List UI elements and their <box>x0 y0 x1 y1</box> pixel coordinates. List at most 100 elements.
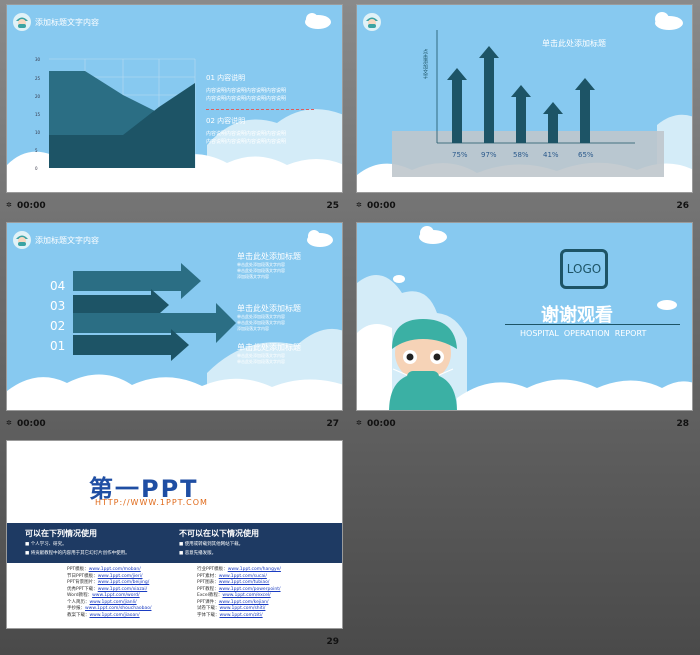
link-row: PPT模板：www.1ppt.com/moban/ <box>67 567 151 574</box>
resource-link[interactable]: www.1ppt.com/excel/ <box>222 593 271 598</box>
slide-thumbnail-28[interactable]: LOGO 谢谢观看 HOSPITAL OPERATION REPORT <box>356 222 693 411</box>
link-label: 字体下载： <box>197 612 220 618</box>
dashed-divider <box>206 109 314 110</box>
content-list: 01 内容说明 内容说明内容说明内容说明内容说明 内容说明内容说明内容说明内容说… <box>206 73 331 146</box>
slide-27-header: 添加标题文字内容 <box>13 231 99 249</box>
slide-thumbnail-26[interactable]: 单击此处添加标题 点击添加文字 75% 97% 58% 41% 65% <box>356 4 693 193</box>
block-title: 单击此处添加标题 <box>237 343 301 352</box>
slide-25-header: 添加标题文字内容 <box>13 13 99 31</box>
title-underline <box>505 324 680 325</box>
step-label: 01 <box>50 339 66 353</box>
block-title: 单击此处添加标题 <box>237 252 301 261</box>
link-label: 试卷下载： <box>197 606 220 611</box>
link-row: 个人简历：www.1ppt.com/jianli/ <box>67 600 151 607</box>
slide-timing: 00:00 <box>367 419 396 429</box>
y-tick-label: 30 <box>35 57 41 62</box>
slide-thumbnail-29[interactable]: 第一PPT HTTP://WWW.1PPT.COM 可以在下列情况使用 ■ 个人… <box>6 440 343 629</box>
slide-number: 28 <box>676 419 689 429</box>
resource-link[interactable]: www.1ppt.com/beijing/ <box>97 580 150 585</box>
resource-link[interactable]: www.1ppt.com/sucai/ <box>218 573 267 579</box>
text-block: 单击此处添加标题 单击此处添加段落文字内容 单击此处添加段落文字内容 添加段落文… <box>237 303 337 332</box>
link-label: Word教程： <box>67 593 93 598</box>
link-label: PPT素材： <box>197 573 219 579</box>
resource-link[interactable]: www.1ppt.com/hangye/ <box>227 567 281 572</box>
links-right: 行业PPT模板：www.1ppt.com/hangye/PPT素材：www.1p… <box>197 567 281 619</box>
y-tick-label: 5 <box>35 148 38 153</box>
doctor-avatar-icon <box>13 13 31 31</box>
bar-labels: 75% 97% 58% 41% 65% <box>447 151 627 161</box>
doctor-illustration <box>389 319 457 410</box>
slide-caption-26: ✲ 00:00 26 <box>356 200 693 214</box>
y-tick-label: 25 <box>35 76 41 81</box>
block-text: 单击此处添加段落文字内容 <box>237 262 285 267</box>
resource-link[interactable]: www.1ppt.com/jiaoan/ <box>89 612 140 618</box>
step-label: 04 <box>50 279 66 293</box>
area-chart: 30 25 20 15 10 5 0 <box>35 57 196 171</box>
resource-link[interactable]: www.1ppt.com/jieri/ <box>97 573 143 579</box>
chart-title: 单击此处添加标题 <box>542 39 606 48</box>
block-text: 单击此处添加段落文字内容 <box>237 320 285 325</box>
arrow-02 <box>73 303 236 343</box>
links-left: PPT模板：www.1ppt.com/moban/节日PPT模板：www.1pp… <box>67 567 151 619</box>
item-title: 02 内容说明 <box>206 117 246 125</box>
resource-link[interactable]: www.1ppt.com/word/ <box>92 593 140 598</box>
link-row: 手抄报：www.1ppt.com/shouchaobao/ <box>67 606 151 613</box>
cannot-item: ■ 恶意先播发版。 <box>179 551 217 556</box>
thanks-title: 谢谢观看 <box>541 305 613 326</box>
transition-icon: ✲ <box>6 201 12 209</box>
bar-value-label: 41% <box>543 151 559 159</box>
doctor-avatar-icon <box>363 13 381 31</box>
can-item: ■ 个人学习、研究。 <box>25 542 67 547</box>
y-tick-label: 10 <box>35 130 41 135</box>
slide-header-title: 添加标题文字内容 <box>35 17 99 27</box>
slide-caption-28: ✲ 00:00 28 <box>356 418 693 432</box>
link-row: Excel教程：www.1ppt.com/excel/ <box>197 593 281 600</box>
slide-thumbnail-27[interactable]: 添加标题文字内容 04 03 02 01 单击此处添加标题 单击此处添加段落文字… <box>6 222 343 411</box>
link-row: 优秀PPT下载：www.1ppt.com/xiazai/ <box>67 587 151 594</box>
resource-link[interactable]: www.1ppt.com/kejian/ <box>218 599 269 605</box>
slide-28-background <box>357 223 692 410</box>
bar-value-label: 75% <box>452 151 468 159</box>
cannot-item: ■ 使用或转载到其他网站下载。 <box>179 542 244 547</box>
link-label: PPT图表： <box>197 580 219 585</box>
resource-link[interactable]: www.1ppt.com/moban/ <box>88 567 141 572</box>
brand-logo: 第一PPT <box>89 475 199 503</box>
step-label: 03 <box>50 299 66 313</box>
slide-number: 27 <box>326 419 339 429</box>
block-text: 添加段落文字内容 <box>237 274 269 279</box>
link-label: Excel教程： <box>197 593 223 598</box>
link-label: 节日PPT模板： <box>67 573 98 579</box>
link-row: 行业PPT模板：www.1ppt.com/hangye/ <box>197 567 281 574</box>
transition-icon: ✲ <box>356 201 362 209</box>
bar-value-label: 97% <box>481 151 497 159</box>
brand-url: HTTP://WWW.1PPT.COM <box>95 498 208 507</box>
resource-link[interactable]: www.1ppt.com/ziti/ <box>219 612 263 618</box>
item-text: 内容说明内容说明内容说明内容说明 <box>206 131 287 137</box>
resource-link[interactable]: www.1ppt.com/shouchaobao/ <box>85 606 152 611</box>
slide-header-title: 添加标题文字内容 <box>35 235 99 245</box>
resource-link[interactable]: www.1ppt.com/tubiao/ <box>218 580 270 585</box>
arrow-diagram <box>73 263 236 361</box>
slide-thumbnail-25[interactable]: 添加标题文字内容 30 25 20 15 10 5 0 01 内容说明 内容说明… <box>6 4 343 193</box>
arrow-04 <box>73 263 201 299</box>
link-label: 教案下载： <box>67 612 90 618</box>
block-text: 单击此处添加段落文字内容 <box>237 353 285 358</box>
series-area-2 <box>49 83 195 168</box>
bar-value-label: 65% <box>578 151 594 159</box>
arrow-bar <box>511 85 531 143</box>
slide-caption-25: ✲ 00:00 25 <box>6 200 343 214</box>
link-label: 个人简历： <box>67 599 90 605</box>
resource-link[interactable]: www.1ppt.com/powerpoint/ <box>218 586 281 592</box>
step-label: 02 <box>50 319 66 333</box>
cannot-title: 不可以在以下情况使用 <box>179 529 259 538</box>
link-row: PPT素材：www.1ppt.com/sucai/ <box>197 574 281 581</box>
item-text: 内容说明内容说明内容说明内容说明 <box>206 96 287 102</box>
link-row: PPT课件：www.1ppt.com/kejian/ <box>197 600 281 607</box>
slide-timing: 00:00 <box>367 201 396 211</box>
resource-link[interactable]: www.1ppt.com/shiti/ <box>219 606 266 611</box>
item-text: 内容说明内容说明内容说明内容说明 <box>206 88 287 94</box>
link-label: 行业PPT模板： <box>197 567 228 572</box>
link-row: 字体下载：www.1ppt.com/ziti/ <box>197 613 281 620</box>
resource-link[interactable]: www.1ppt.com/xiazai/ <box>97 586 148 592</box>
resource-link[interactable]: www.1ppt.com/jianli/ <box>89 599 137 605</box>
